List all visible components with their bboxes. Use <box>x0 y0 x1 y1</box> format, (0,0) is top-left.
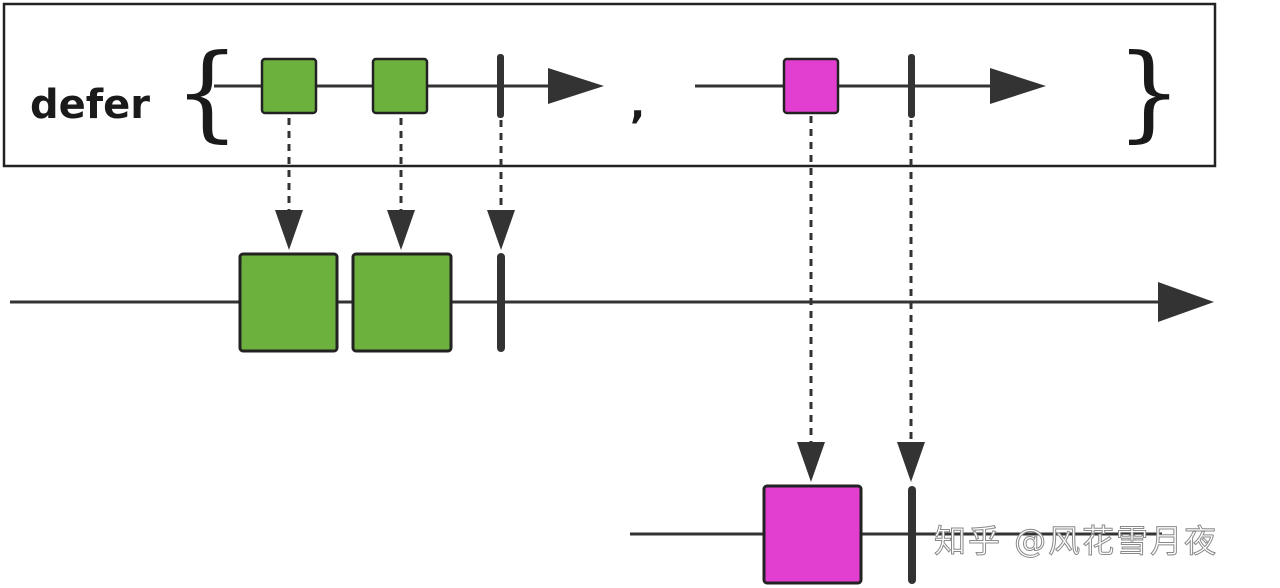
marble-magenta <box>762 484 863 585</box>
connector-arrowhead <box>797 442 825 482</box>
source-stream-1 <box>214 54 604 118</box>
brace-open: { <box>174 31 240 153</box>
marble-green <box>260 57 318 115</box>
brace-close: } <box>1116 31 1182 153</box>
connector-arrowhead <box>387 210 415 250</box>
output-stream-1 <box>10 252 1214 353</box>
output-stream-2 <box>630 484 1162 585</box>
timeline-arrowhead <box>1158 282 1214 322</box>
completion-marker <box>908 54 915 118</box>
marble-magenta <box>782 57 840 115</box>
connector-arrowhead <box>487 210 515 250</box>
connector-arrowhead <box>275 210 303 250</box>
separator-comma: , <box>630 82 645 128</box>
timeline-arrowhead <box>548 68 604 104</box>
marble-green <box>238 252 339 353</box>
completion-marker <box>497 54 504 118</box>
operator-label: defer <box>30 82 150 128</box>
marble-green <box>351 252 453 353</box>
completion-marker <box>908 486 916 584</box>
connector-arrowhead <box>897 442 925 482</box>
timeline-arrowhead <box>990 68 1046 104</box>
completion-marker <box>497 253 505 352</box>
source-stream-2 <box>695 54 1046 118</box>
watermark: 知乎 @风花雪月夜 <box>934 522 1218 560</box>
connectors <box>275 116 925 482</box>
marble-green <box>371 57 429 115</box>
